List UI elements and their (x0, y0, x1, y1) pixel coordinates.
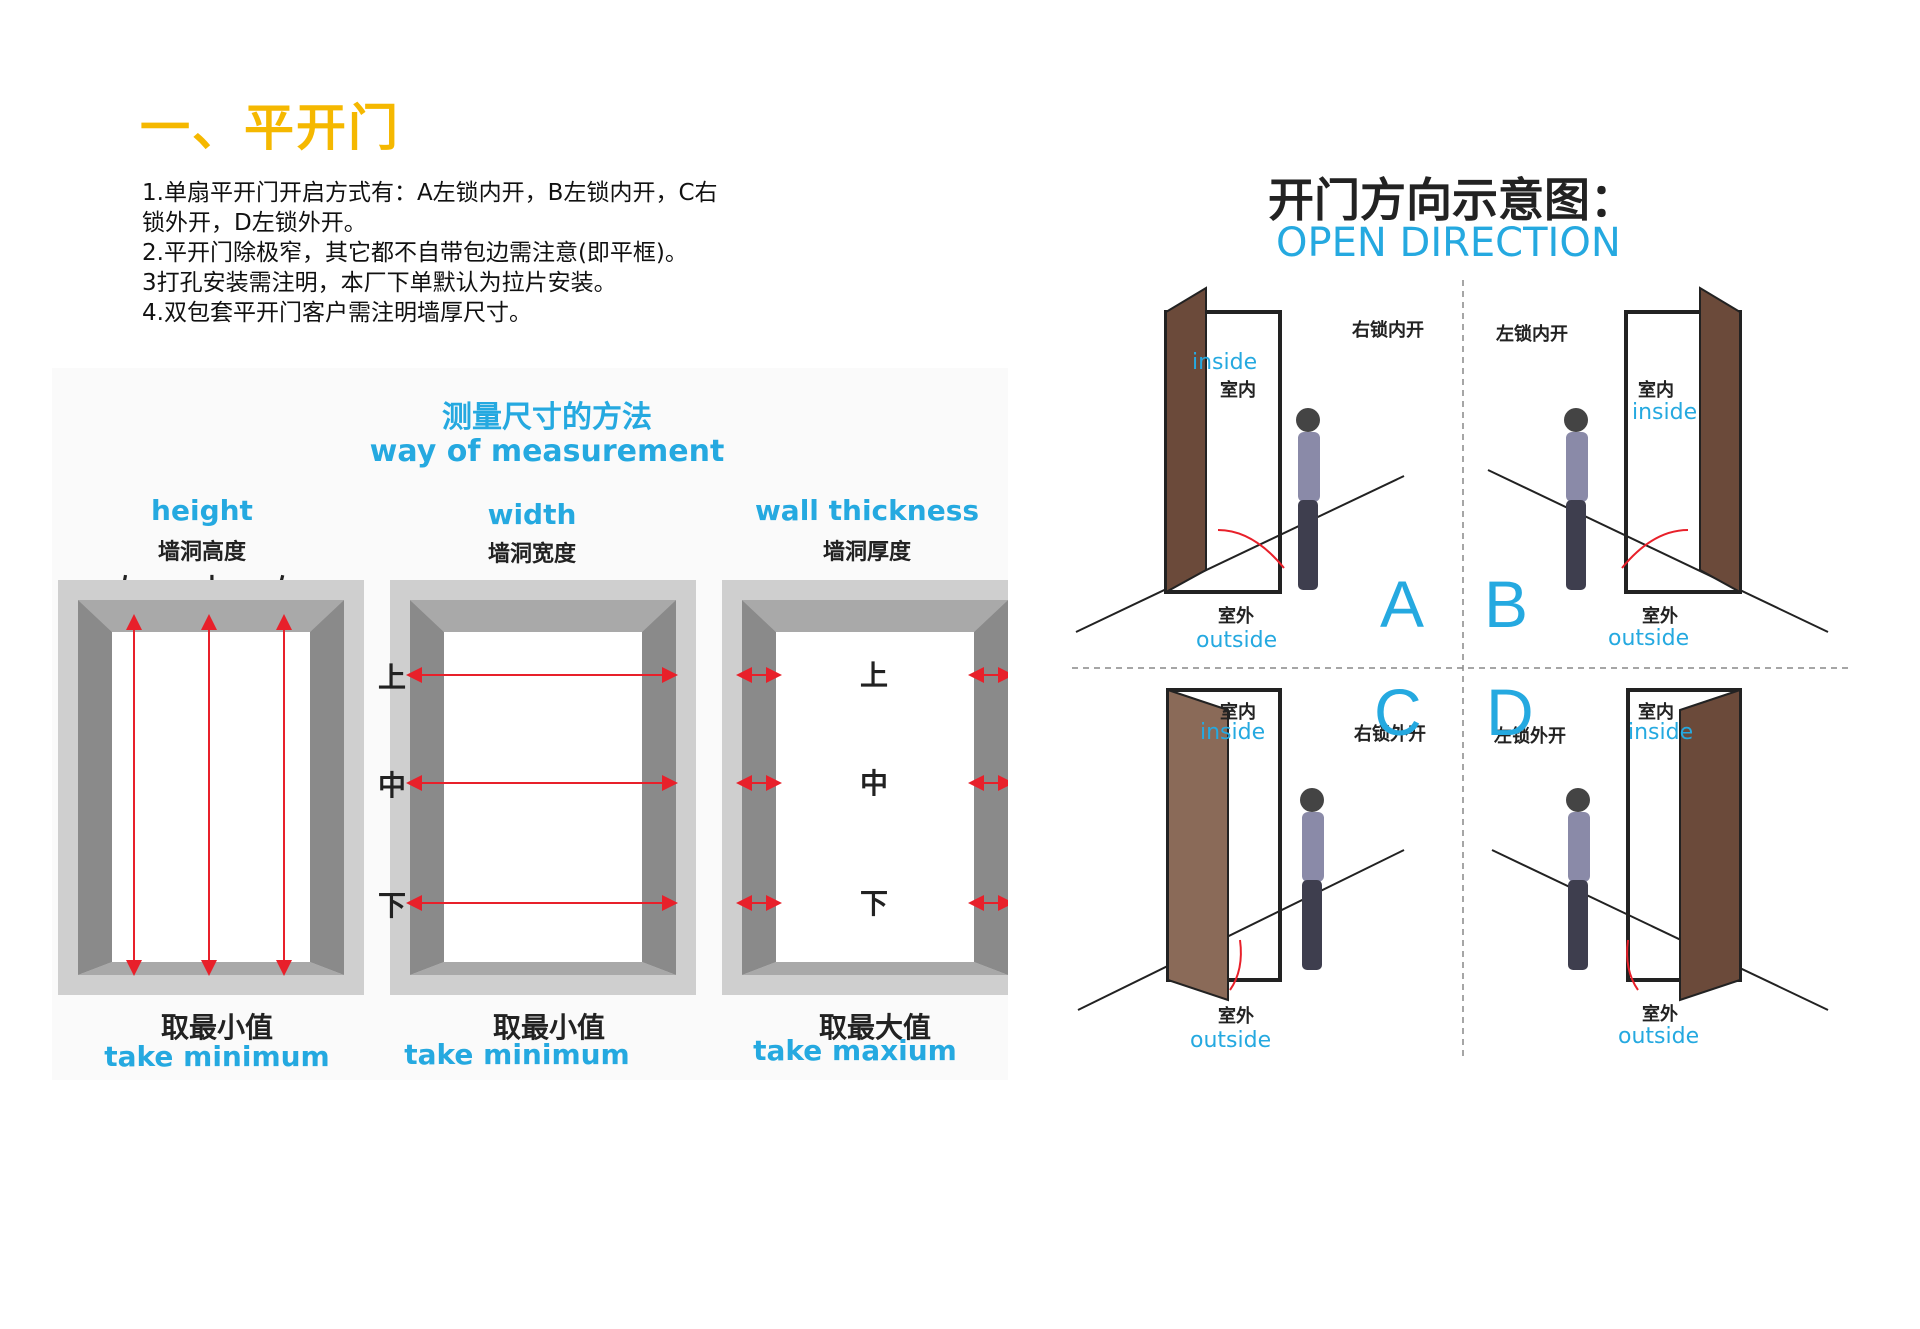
height-label-cn: 墙洞高度 (157, 540, 246, 565)
width-frame (390, 580, 696, 995)
thickness-label-en: wall thickness (754, 494, 980, 527)
quadrant-c-inside-en: inside (1200, 720, 1266, 745)
quadrant-d-inside-cn: 室内 (1638, 702, 1674, 723)
quadrant-c-type: 右锁外开 (1354, 724, 1426, 745)
quadrant-b (1487, 286, 1829, 633)
measurement-panel: 测量尺寸的方法 way of measurement height 墙洞高度 w… (52, 368, 1032, 1080)
quadrant-a-outside-en: outside (1196, 628, 1278, 653)
door-diagrams (1072, 280, 1848, 1060)
quadrant-a-outside-cn: 室外 (1218, 606, 1254, 627)
thickness-label-cn: 墙洞厚度 (822, 540, 911, 565)
measurement-title-en: way of measurement (369, 434, 725, 469)
width-mark-bottom: 下 (378, 889, 407, 922)
page-title: 一、平开门 (140, 99, 400, 157)
quadrant-a-letter: A (1380, 567, 1425, 641)
quadrant-d-inside-en: inside (1628, 720, 1694, 745)
notes-list: 1.单扇平开门开启方式有：A左锁内开，B左锁内开，C右 锁外开，D左锁外开。 2… (142, 178, 782, 328)
note-line: 1.单扇平开门开启方式有：A左锁内开，B左锁内开，C右 (142, 180, 718, 206)
measurement-diagrams (58, 580, 1028, 995)
quadrant-d-letter: D (1486, 675, 1534, 749)
height-frame (58, 580, 364, 995)
quadrant-d-type: 左锁外开 (1494, 726, 1566, 747)
measurement-title-cn: 测量尺寸的方法 (442, 400, 652, 435)
width-label-cn: 墙洞宽度 (487, 542, 576, 567)
thickness-frame (722, 580, 1028, 995)
quadrant-a-inside-cn: 室内 (1220, 380, 1256, 401)
width-label-en: width (487, 498, 577, 531)
thickness-mark-bottom: 下 (860, 887, 889, 920)
thickness-mark-top: 上 (860, 659, 889, 692)
quadrant-b-letter: B (1484, 567, 1529, 641)
quadrant-d-outside-cn: 室外 (1642, 1004, 1678, 1025)
note-line: 3打孔安装需注明，本厂下单默认为拉片安装。 (142, 270, 617, 296)
height-rule-cn: 取最小值 (160, 1011, 273, 1044)
width-rule-en: take minimum (404, 1038, 630, 1071)
quadrant-a (1075, 286, 1405, 633)
note-line: 4.双包套平开门客户需注明墙厚尺寸。 (142, 300, 532, 326)
quadrant-d (1491, 688, 1829, 1011)
width-mark-middle: 中 (378, 769, 407, 802)
quadrant-c-letter: C (1374, 675, 1422, 749)
quadrant-b-inside-en: inside (1632, 400, 1698, 425)
quadrant-b-outside-en: outside (1608, 626, 1690, 651)
quadrant-d-outside-en: outside (1618, 1024, 1700, 1049)
door-direction-panel: 开门方向示意图： OPEN DIRECTION (1008, 120, 1908, 1080)
note-line: 2.平开门除极窄，其它都不自带包边需注意(即平框)。 (142, 240, 688, 266)
door-title-cn: 开门方向示意图： (1268, 173, 1636, 227)
thickness-rule-cn: 取最大值 (818, 1011, 931, 1044)
thickness-rule-en: take maxium (753, 1034, 957, 1067)
width-rule-cn: 取最小值 (492, 1011, 605, 1044)
door-title-en: OPEN DIRECTION (1276, 220, 1621, 266)
quadrant-a-type: 右锁内开 (1352, 320, 1424, 341)
quadrant-b-type: 左锁内开 (1496, 324, 1568, 345)
quadrant-c (1077, 688, 1405, 1011)
quadrant-c-outside-en: outside (1190, 1028, 1272, 1053)
thickness-mark-middle: 中 (860, 767, 889, 800)
note-line: 锁外开，D左锁外开。 (142, 210, 367, 236)
quadrant-c-outside-cn: 室外 (1218, 1006, 1254, 1027)
width-mark-top: 上 (378, 661, 407, 694)
quadrant-a-inside-en: inside (1192, 350, 1258, 375)
height-label-en: height (151, 494, 253, 527)
quadrant-b-inside-cn: 室内 (1638, 380, 1674, 401)
quadrant-b-outside-cn: 室外 (1642, 606, 1678, 627)
quadrant-c-inside-cn: 室内 (1220, 702, 1256, 723)
height-rule-en: take minimum (104, 1040, 330, 1073)
